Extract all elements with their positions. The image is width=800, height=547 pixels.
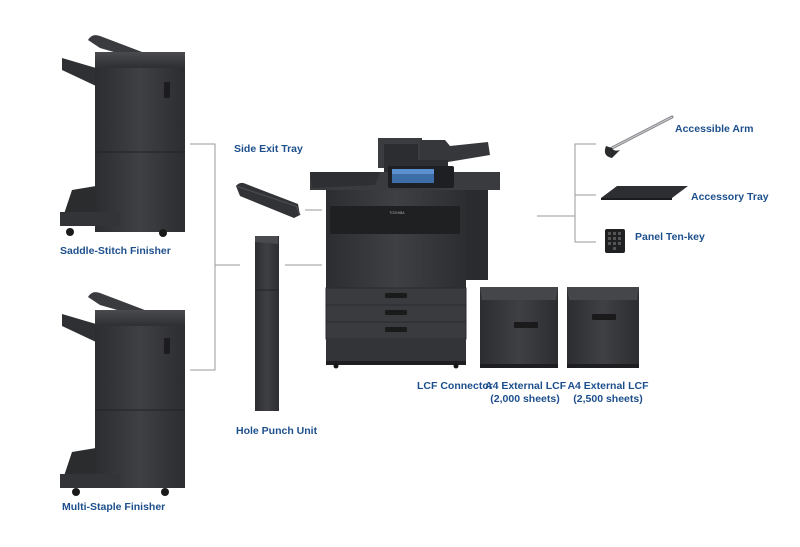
side-exit-tray-label: Side Exit Tray [234, 143, 303, 155]
saddle-stitch-finisher-image [60, 35, 185, 237]
side-exit-tray-image [235, 182, 301, 218]
lcf-connector-image [480, 287, 558, 368]
accessible-arm-image [604, 115, 674, 158]
a4-external-lcf-2000-title: A4 External LCF [485, 380, 567, 392]
hole-punch-unit-image [255, 236, 279, 411]
accessory-tray-image [601, 186, 688, 200]
a4-external-lcf-2500-label: A4 External LCF (2,500 sheets) [566, 380, 650, 406]
multi-staple-finisher-image [60, 292, 185, 496]
hole-punch-unit-label: Hole Punch Unit [236, 425, 318, 437]
saddle-stitch-finisher-label: Saddle-Stitch Finisher [60, 245, 171, 257]
a4-external-lcf-2000-label: A4 External LCF (2,000 sheets) [485, 380, 567, 406]
a4-external-lcf-2500-image [567, 287, 639, 368]
mfp-main-unit-image: TOSHIBA [310, 138, 500, 369]
a4-external-lcf-2000-sheets: (2,000 sheets) [490, 393, 560, 405]
panel-tenkey-image [605, 229, 625, 253]
connector-lines [190, 143, 596, 371]
a4-external-lcf-2500-title: A4 External LCF [567, 380, 649, 392]
accessory-tray-label: Accessory Tray [691, 191, 769, 203]
panel-tenkey-label: Panel Ten-key [635, 231, 705, 243]
a4-external-lcf-2500-sheets: (2,500 sheets) [573, 393, 643, 405]
accessible-arm-label: Accessible Arm [675, 123, 754, 135]
multi-staple-finisher-label: Multi-Staple Finisher [62, 501, 166, 513]
brand-logo: TOSHIBA [389, 211, 405, 215]
lcf-connector-label: LCF Connector [417, 380, 493, 392]
